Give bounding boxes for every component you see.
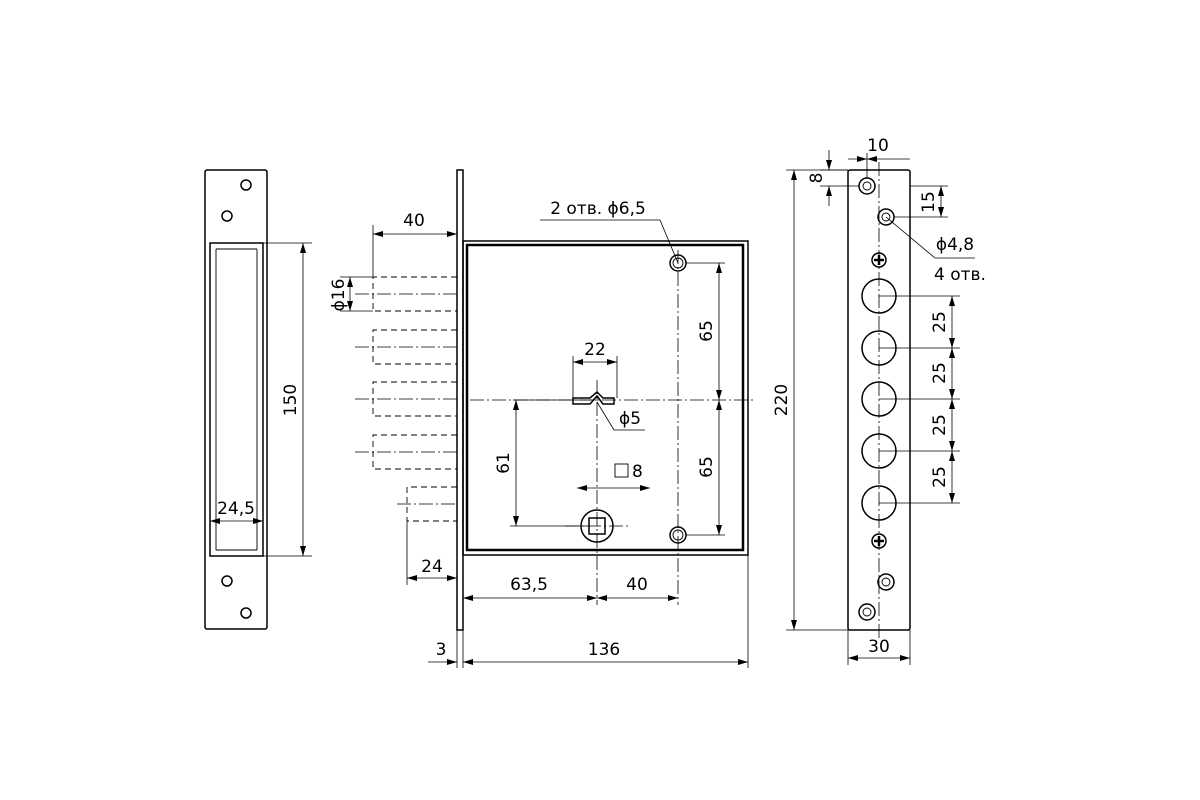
dim-40b-label: 40: [626, 575, 648, 595]
bolts-hidden-lines: [355, 276, 457, 522]
screw-cross-icon: [871, 252, 887, 268]
dim-24-label: 24: [421, 557, 443, 577]
dim-3-label: 3: [436, 640, 447, 660]
dim-150-label: 150: [281, 384, 301, 416]
holes-top-label: 2 отв. ϕ6,5: [550, 199, 646, 219]
dim-25-2-label: 25: [930, 362, 950, 384]
square-symbol: [614, 463, 629, 478]
dim-136-label: 136: [588, 640, 620, 660]
countersunk-hole-icon: [877, 573, 895, 591]
mounting-hole-icon: [240, 179, 252, 191]
holes-4-label: 4 отв.: [934, 265, 986, 285]
countersunk-hole-icon: [858, 177, 876, 195]
handle-cam: [572, 390, 615, 405]
dim-24-5-label: 24,5: [217, 499, 255, 519]
lock-case-inner: [465, 243, 745, 552]
dim-220-label: 220: [772, 384, 792, 416]
dim-phi16-label: ϕ16: [329, 279, 349, 312]
strike-plate-view: 150 24,5: [204, 169, 312, 630]
dim-40-label: 40: [403, 211, 425, 231]
dim-65-lower-label: 65: [697, 456, 717, 478]
dim-63-5-label: 63,5: [510, 575, 548, 595]
dim-30-label: 30: [868, 637, 890, 657]
screw-cross-icon: [871, 533, 887, 549]
lock-body-view: 40 ϕ16 24 22 ϕ5 8 61: [329, 169, 755, 668]
dim-61-label: 61: [494, 452, 514, 474]
mounting-hole-icon: [221, 575, 233, 587]
dim-square8-label: 8: [632, 462, 643, 482]
dim-phi5-label: ϕ5: [619, 409, 641, 429]
face-plate-view: 25 25 25 25 10 8 15 ϕ4,8 4 отв. 220 30: [772, 136, 986, 665]
dim-8-label: 8: [807, 173, 827, 184]
dim-15-label: 15: [919, 191, 939, 213]
mounting-hole-icon: [221, 210, 233, 222]
lock-case-outline: [462, 240, 749, 556]
dim-22-label: 22: [584, 340, 606, 360]
dim-phi4-8-label: ϕ4,8: [936, 235, 974, 255]
strike-plate-outline: [204, 169, 268, 630]
countersunk-hole-icon: [858, 603, 876, 621]
face-plate: [456, 169, 464, 631]
dim-65-upper-label: 65: [697, 320, 717, 342]
strike-plate-pocket: [209, 242, 264, 557]
dim-25-1-label: 25: [930, 311, 950, 333]
dim-25-3-label: 25: [930, 414, 950, 436]
dim-10-label: 10: [867, 136, 889, 156]
mounting-hole-icon: [240, 607, 252, 619]
dim-25-4-label: 25: [930, 466, 950, 488]
